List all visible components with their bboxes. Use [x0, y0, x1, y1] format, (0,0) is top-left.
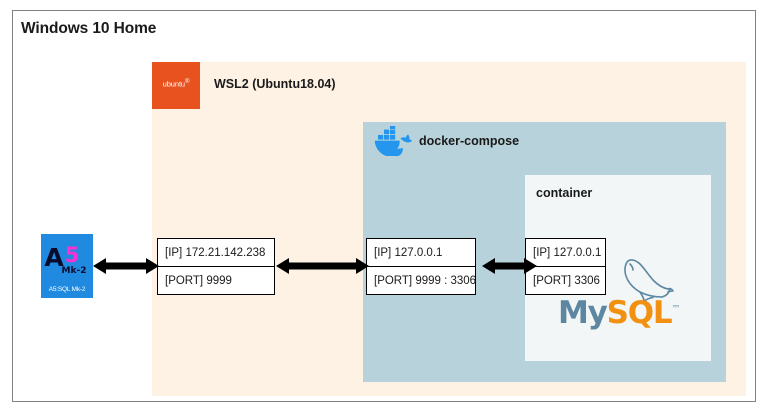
- wsl-endpoint-box: [IP] 127.0.0.1 [PORT] 9999 : 3306: [366, 238, 476, 295]
- ubuntu-icon: ubuntu®: [152, 62, 200, 109]
- svg-text:5: 5: [65, 243, 80, 267]
- mysql-trademark: ™: [671, 304, 681, 315]
- wsl-endpoint-ip: [IP] 127.0.0.1: [367, 239, 475, 267]
- host-endpoint-port: [PORT] 9999: [165, 275, 232, 287]
- arrow-host-to-wsl: [276, 258, 369, 274]
- mysql-wordmark: MySQL™: [558, 298, 681, 329]
- windows-host-title: Windows 10 Home: [21, 20, 157, 37]
- svg-text:Mk-2: Mk-2: [62, 266, 87, 276]
- arrow-wsl-to-container: [482, 258, 537, 274]
- wsl-endpoint-port: [PORT] 9999 : 3306: [374, 275, 477, 287]
- host-endpoint-ip: [IP] 172.21.142.238: [158, 239, 274, 267]
- wsl2-label: WSL2 (Ubuntu18.04): [214, 77, 336, 91]
- container-label: container: [536, 186, 593, 200]
- a5sql-mk2-icon[interactable]: A 5 Mk-2 A5:SQL Mk-2: [41, 234, 93, 298]
- arrow-app-to-host: [93, 258, 159, 274]
- a5sql-mk2-glyph: A 5 Mk-2: [44, 243, 87, 276]
- a5sql-mk2-caption: A5:SQL Mk-2: [48, 286, 86, 293]
- mysql-dolphin-icon: [624, 259, 674, 302]
- container-endpoint-box: [IP] 127.0.0.1 [PORT] 3306: [525, 238, 606, 295]
- docker-whale-icon: [372, 124, 414, 158]
- docker-compose-label: docker-compose: [419, 134, 520, 148]
- mysql-word-sql: SQL: [606, 295, 673, 331]
- mysql-word-my: My: [558, 295, 608, 331]
- svg-text:A: A: [44, 243, 64, 272]
- ubuntu-icon-label: ubuntu®: [162, 79, 190, 89]
- mysql-logo: MySQL™: [558, 259, 688, 332]
- container-endpoint-port: [PORT] 3306: [533, 275, 600, 287]
- container-endpoint-ip: [IP] 127.0.0.1: [526, 239, 605, 267]
- host-endpoint-box: [IP] 172.21.142.238 [PORT] 9999: [157, 238, 275, 295]
